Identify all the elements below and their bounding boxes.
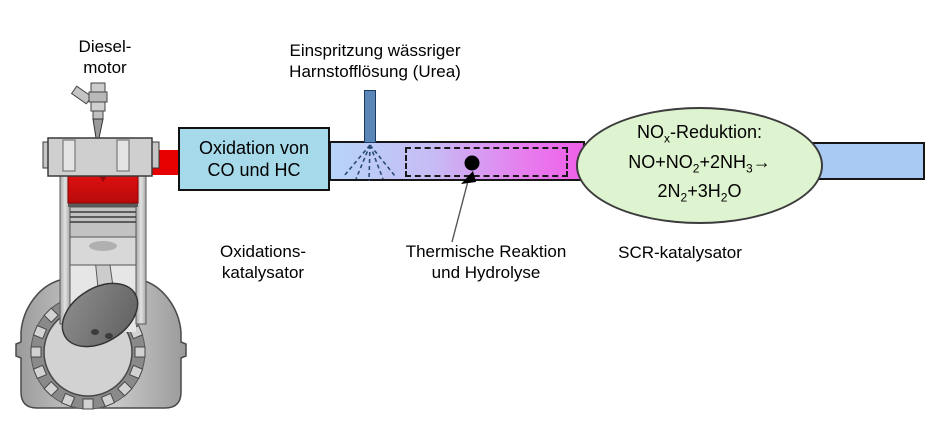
- lobe-hole-2: [105, 333, 113, 339]
- crank-lobe: [61, 282, 139, 348]
- scr-catalyst-label: SCR-katalysator: [618, 243, 742, 262]
- oxidation-box-line2: CO und HC: [207, 160, 301, 180]
- oxidation-box-line1: Oxidation von: [198, 138, 310, 158]
- lobe-hole-1: [91, 329, 99, 335]
- hydrolysis-zone-dashed-box: [405, 147, 568, 177]
- piston: [68, 202, 138, 266]
- urea-injection-label: Einspritzung wässriger Harnstofflösung (…: [289, 41, 461, 81]
- diesel-engine-label: Diesel- motor: [78, 37, 132, 77]
- oxidation-catalyst-label: Oxidations- katalysator: [220, 242, 306, 282]
- urea-injector-icon: [364, 90, 376, 143]
- cylinder-head: [42, 137, 160, 177]
- diesel-engine-illustration: [15, 82, 187, 410]
- scr-formula-line1: NOx-Reduktion:: [636, 122, 763, 146]
- scr-catalyst-ellipse: NOx-Reduktion: NO+NO2+2NH3→ 2N2+3H2O: [576, 107, 823, 224]
- fuel-injector-icon: [70, 82, 108, 139]
- scr-formula-line2: NO+NO2+2NH3→: [628, 151, 771, 176]
- leader-line: [451, 180, 469, 243]
- thermal-reaction-label: Thermische Reaktion und Hydrolyse: [405, 242, 567, 282]
- scr-formula-line3: 2N2+3H2O: [657, 181, 742, 205]
- oxidation-catalyst-box: Oxidation von CO und HC: [178, 127, 330, 191]
